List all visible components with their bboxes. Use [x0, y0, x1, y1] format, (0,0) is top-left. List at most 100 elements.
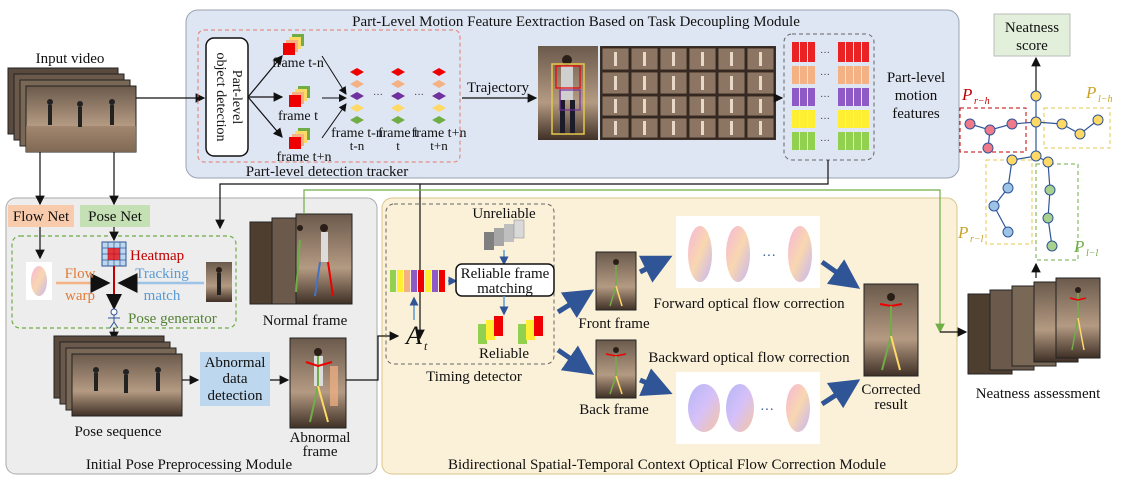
arrow-branch-tn	[247, 55, 283, 98]
a-symbol: A	[404, 321, 422, 350]
svg-text:···: ···	[373, 90, 383, 101]
heatmap-label: Heatmap	[130, 248, 184, 264]
input-video-stack	[7, 67, 137, 153]
bottom-module-title: Bidirectional Spatial-Temporal Context O…	[448, 457, 886, 473]
arrow-front-to-flow	[638, 255, 673, 283]
tracker-label: Part-level detection tracker	[246, 164, 408, 180]
abnormal-detection-label-1: Abnormal	[205, 355, 266, 371]
back-frame-image	[595, 339, 637, 399]
corrected-label-2: result	[874, 397, 908, 413]
forward-ellipsis: ···	[762, 249, 776, 264]
reliable-label: Reliable	[479, 346, 529, 362]
assessment-image-stack	[967, 277, 1101, 375]
features-label-1: Part-level	[887, 70, 945, 86]
reliable-matching-label-1: Reliable frame	[461, 266, 550, 282]
object-detection-label-2: object detection	[213, 52, 228, 141]
timing-detector-label: Timing detector	[426, 369, 522, 385]
heatmap-grid-icon	[101, 241, 127, 267]
pose-sequence-stack	[53, 335, 183, 417]
p-rh-sub: r−h	[974, 96, 990, 107]
input-feature-blocks	[390, 270, 445, 292]
pose-generator-dashed-box	[11, 235, 237, 329]
flow-image	[26, 262, 52, 300]
trajectory-label: Trajectory	[467, 80, 529, 96]
abnormal-frame-image	[289, 337, 347, 429]
tracker-dashed-box	[197, 29, 461, 163]
diamond-stack-2	[391, 68, 405, 124]
frame-t-label: frame t	[278, 109, 318, 124]
frame-cube-tpn	[289, 128, 310, 149]
tracking-frame-image	[206, 262, 232, 302]
flow-warp-label-2: warp	[65, 288, 95, 304]
object-detection-label-1: Part-level	[229, 70, 244, 125]
pose-net-box	[80, 205, 150, 227]
abnormal-frame-label-2: frame	[303, 444, 338, 460]
svg-text:···: ···	[820, 136, 830, 147]
svg-text:···: ···	[820, 48, 830, 59]
arrow-to-front	[556, 289, 595, 318]
arrow-merge-3	[321, 103, 347, 139]
flow-warp-label-1: Flow	[65, 266, 96, 282]
p-ll-sub: l−l	[1086, 248, 1099, 259]
backward-ellipsis: ···	[760, 403, 774, 418]
back-frame-label: Back frame	[579, 402, 649, 418]
stack-label-tpn-2: t+n	[430, 138, 448, 153]
pose-net-label: Pose Net	[88, 209, 143, 225]
reliable-matching-box	[455, 263, 555, 297]
features-to-heatmap-line	[215, 183, 420, 230]
neatness-score-label-1: Neatness	[1005, 20, 1059, 36]
input-video-label: Input video	[36, 51, 105, 67]
frame-tpn-label: frame t+n	[277, 150, 332, 165]
abnormal-to-at-line	[346, 331, 400, 381]
front-frame-image	[595, 251, 637, 311]
pose-sequence-label: Pose sequence	[74, 424, 161, 440]
pose-generator-icon	[108, 308, 120, 329]
arrow-to-back	[556, 345, 595, 375]
neatness-score-label-2: score	[1016, 38, 1048, 54]
backward-flow-images	[676, 372, 820, 444]
flow-net-box	[8, 205, 74, 227]
frame-tn-label: frame t-n	[272, 56, 324, 71]
trajectory-grid	[600, 46, 776, 140]
backward-correction-label: Backward optical flow correction	[648, 350, 850, 366]
abnormal-detection-label-2: data	[223, 371, 248, 387]
svg-text:···: ···	[820, 92, 830, 103]
unreliable-blocks	[484, 219, 525, 250]
pose-generator-label: Pose generator	[128, 311, 217, 327]
p-ll-label: P	[1073, 237, 1084, 256]
stack-label-tn: frame t-n	[331, 126, 383, 141]
reliable-blocks	[478, 316, 543, 344]
frame-cube-t	[289, 86, 310, 107]
diamond-dots: ······	[373, 90, 424, 101]
stack-label-tpn: frame t+n	[412, 126, 467, 141]
features-to-timing-line	[415, 160, 829, 340]
features-blocks: ···············	[792, 42, 869, 150]
normal-frame-label: Normal frame	[263, 313, 348, 329]
abnormal-frame-label-1: Abnormal	[290, 430, 351, 446]
trajectory-image	[538, 46, 598, 140]
skeleton-graph	[959, 90, 1111, 261]
features-label-3: features	[892, 106, 940, 122]
flow-net-label: Flow Net	[13, 209, 70, 225]
frame-cube-tn	[283, 34, 304, 55]
forward-correction-label: Forward optical flow correction	[653, 296, 845, 312]
arrow-forward-to-corrected	[820, 259, 861, 289]
normal-frames-stack	[249, 213, 353, 305]
left-module-title: Initial Pose Preprocessing Module	[86, 457, 293, 473]
corrected-label-1: Corrected	[861, 382, 921, 398]
arrow-back-to-flow	[639, 368, 673, 396]
arrow-backward-to-corrected	[820, 379, 861, 409]
neatness-assessment-label: Neatness assessment	[976, 386, 1101, 402]
svg-text:···: ···	[820, 70, 830, 81]
arrow-branch-tpn	[247, 96, 283, 138]
tracking-label-1: Tracking	[135, 266, 189, 282]
features-label-2: motion	[895, 88, 938, 104]
top-module-title: Part-Level Motion Feature Eextraction Ba…	[352, 14, 800, 30]
tracking-label-2: match	[144, 288, 181, 304]
neatness-score-box	[993, 13, 1071, 57]
reliable-matching-label-2: matching	[477, 281, 533, 297]
p-lh-label: P	[1085, 83, 1096, 102]
p-rh-label: P	[961, 85, 972, 104]
stack-label-tn-2: t-n	[350, 138, 365, 153]
